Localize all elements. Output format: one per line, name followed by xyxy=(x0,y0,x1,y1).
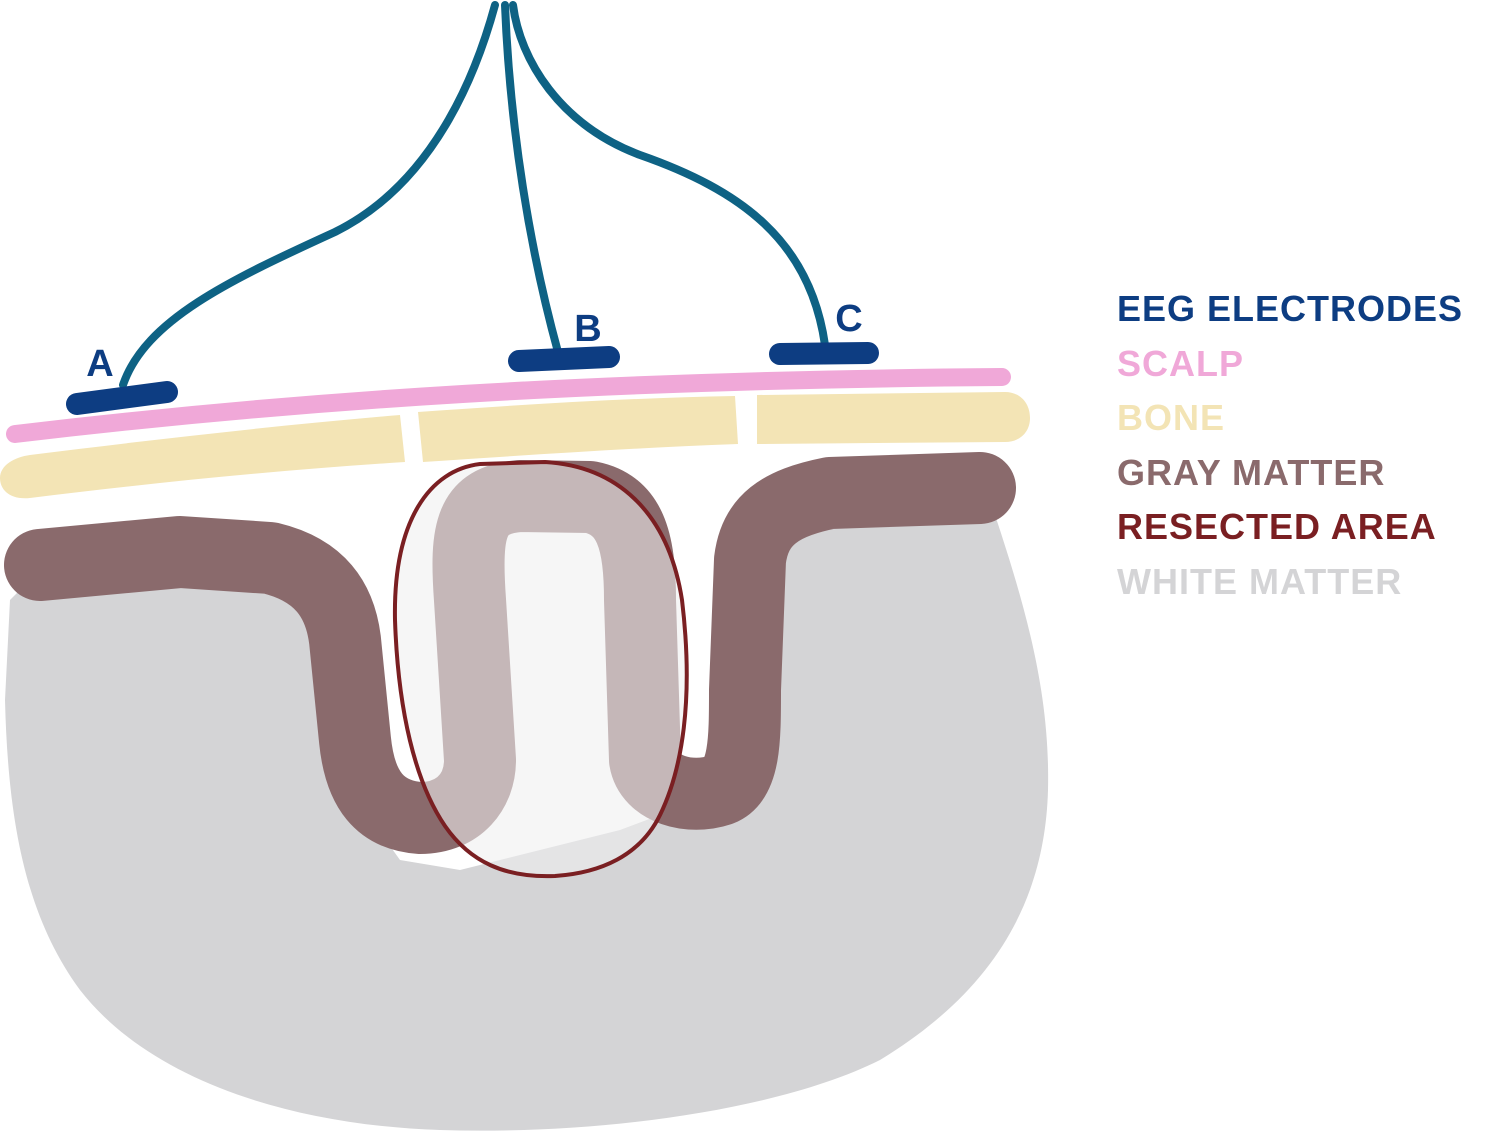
electrode-a xyxy=(66,381,178,415)
electrode-a-wire xyxy=(119,1,499,389)
electrode-c-wire xyxy=(509,1,829,349)
legend-item-gray-matter: GRAY MATTER xyxy=(1117,451,1386,493)
legend: EEG ELECTRODES SCALP BONE GRAY MATTER RE… xyxy=(1117,282,1463,609)
legend-item-white-matter: WHITE MATTER xyxy=(1117,560,1403,602)
bone-segment-left xyxy=(0,415,405,499)
electrode-a-label: A xyxy=(86,343,113,385)
electrode-b xyxy=(508,346,620,372)
scalp-layer xyxy=(6,368,1011,443)
bone-segment-middle xyxy=(418,396,738,462)
white-matter-region xyxy=(5,515,1049,1131)
legend-item-eeg-electrodes: EEG ELECTRODES xyxy=(1117,288,1464,329)
resected-area xyxy=(392,459,689,879)
legend-item-resected-area: RESECTED AREA xyxy=(1117,506,1437,547)
bone-segment-right xyxy=(757,392,1030,444)
legend-item-scalp: SCALP xyxy=(1117,342,1245,384)
electrode-c-label: C xyxy=(835,298,862,340)
legend-item-bone: BONE xyxy=(1117,397,1226,438)
electrode-c xyxy=(769,342,879,365)
electrode-b-wire xyxy=(501,1,562,356)
electrode-b-label: B xyxy=(574,308,601,350)
